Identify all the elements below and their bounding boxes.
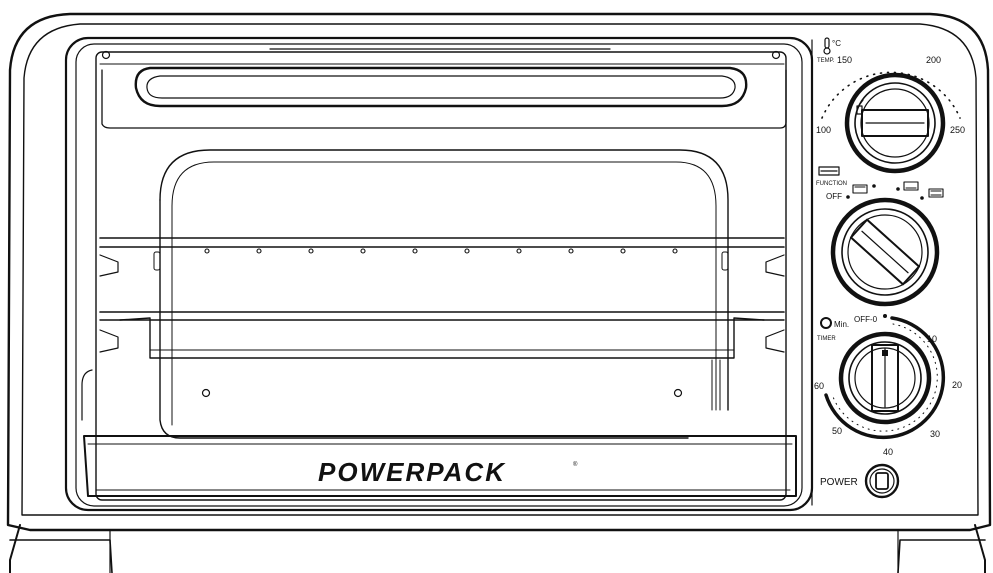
timer-off-label: OFF-0	[854, 315, 878, 324]
temp-label-150: 150	[837, 55, 852, 65]
function-knob[interactable]	[830, 197, 940, 307]
oven-cavity	[81, 149, 785, 439]
oven-body	[6, 12, 992, 573]
baking-tray	[99, 311, 785, 359]
oven-door[interactable]	[64, 36, 814, 512]
temp-label-200: 200	[926, 55, 941, 65]
mode-both-heat-icon	[928, 188, 944, 198]
timer-label-40: 40	[883, 447, 893, 457]
door-handle[interactable]	[101, 66, 787, 129]
temperature-knob[interactable]	[844, 72, 946, 174]
clock-icon	[820, 317, 832, 329]
power-label: POWER	[820, 477, 858, 488]
door-bottom-band	[83, 435, 797, 497]
timer-knob[interactable]	[838, 331, 932, 425]
timer-label-20: 20	[952, 380, 962, 390]
timer-label-10: 10	[927, 334, 937, 344]
mode-bottom-heat-icon	[903, 181, 919, 191]
brand-name: POWERPACK	[318, 457, 506, 487]
power-button[interactable]	[864, 463, 900, 499]
timer-unit: Min.	[834, 320, 849, 329]
function-control: FUNCTION OFF	[816, 166, 944, 307]
wire-rack	[99, 237, 785, 254]
timer-control: Min. TIMER OFF-0 10 20 30 40 50 60	[814, 314, 962, 457]
function-off-label: OFF	[826, 192, 842, 201]
timer-label-60: 60	[814, 381, 824, 391]
temp-label-100: 100	[816, 125, 831, 135]
timer-caption: TIMER	[817, 336, 836, 342]
registered-mark: ®	[573, 461, 578, 468]
power-control: POWER	[820, 463, 900, 499]
thermometer-icon	[823, 37, 831, 55]
timer-label-50: 50	[832, 426, 842, 436]
heating-element-icon	[818, 166, 840, 176]
temperature-unit: °C	[832, 39, 841, 48]
mode-top-heat-icon	[852, 184, 868, 194]
temperature-control: °C TEMP. 100 150 200 250	[816, 37, 965, 174]
brand-logo: POWERPACK ®	[318, 457, 578, 487]
temp-label-250: 250	[950, 125, 965, 135]
temperature-caption: TEMP.	[817, 58, 835, 64]
timer-label-30: 30	[930, 429, 940, 439]
function-caption: FUNCTION	[816, 181, 847, 187]
